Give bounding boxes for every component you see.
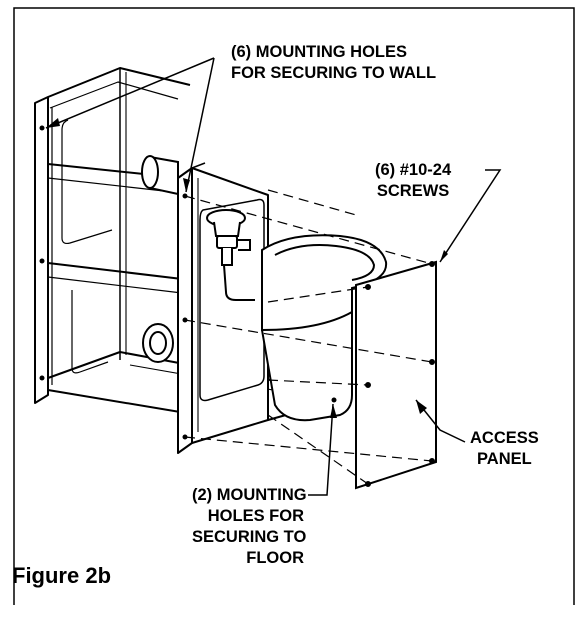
flush-valve (206, 209, 255, 301)
screws-line-1: (6) #10-24 (375, 161, 452, 179)
access-panel-callout: ACCESS PANEL (470, 428, 539, 470)
floor-holes-line-2: HOLES FOR (207, 507, 304, 525)
access-panel (355, 260, 437, 490)
wall-holes-leader-2 (185, 57, 215, 193)
wall-holes-callout: (6) MOUNTING HOLES FOR SECURING TO WALL (231, 42, 436, 84)
toilet-bowl (261, 234, 388, 422)
screws-line-2: SCREWS (376, 182, 450, 200)
floor-holes-line-4: FLOOR (246, 549, 304, 567)
access-panel-line-2: PANEL (477, 450, 532, 468)
access-panel-line-1: ACCESS (470, 429, 539, 447)
figure-caption: Figure 2b (12, 563, 112, 588)
floor-holes-leader (308, 403, 334, 496)
rear-pipe (141, 155, 179, 196)
screws-leader (439, 169, 502, 263)
floor-holes-line-3: SECURING TO (192, 528, 307, 546)
projection-lines (184, 189, 433, 485)
screws-callout: (6) #10-24 SCREWS (375, 160, 451, 202)
wall-holes-leader (45, 57, 215, 129)
arrowheads (46, 118, 448, 418)
wall-holes-line-2: FOR SECURING TO WALL (231, 64, 437, 82)
figure-border (13, 7, 575, 605)
wall-holes-line-1: (6) MOUNTING HOLES (231, 43, 407, 61)
floor-holes-callout: (2) MOUNTING HOLES FOR SECURING TO FLOOR (192, 485, 307, 569)
rear-drain (142, 323, 174, 363)
floor-holes-line-1: (2) MOUNTING (192, 486, 307, 504)
